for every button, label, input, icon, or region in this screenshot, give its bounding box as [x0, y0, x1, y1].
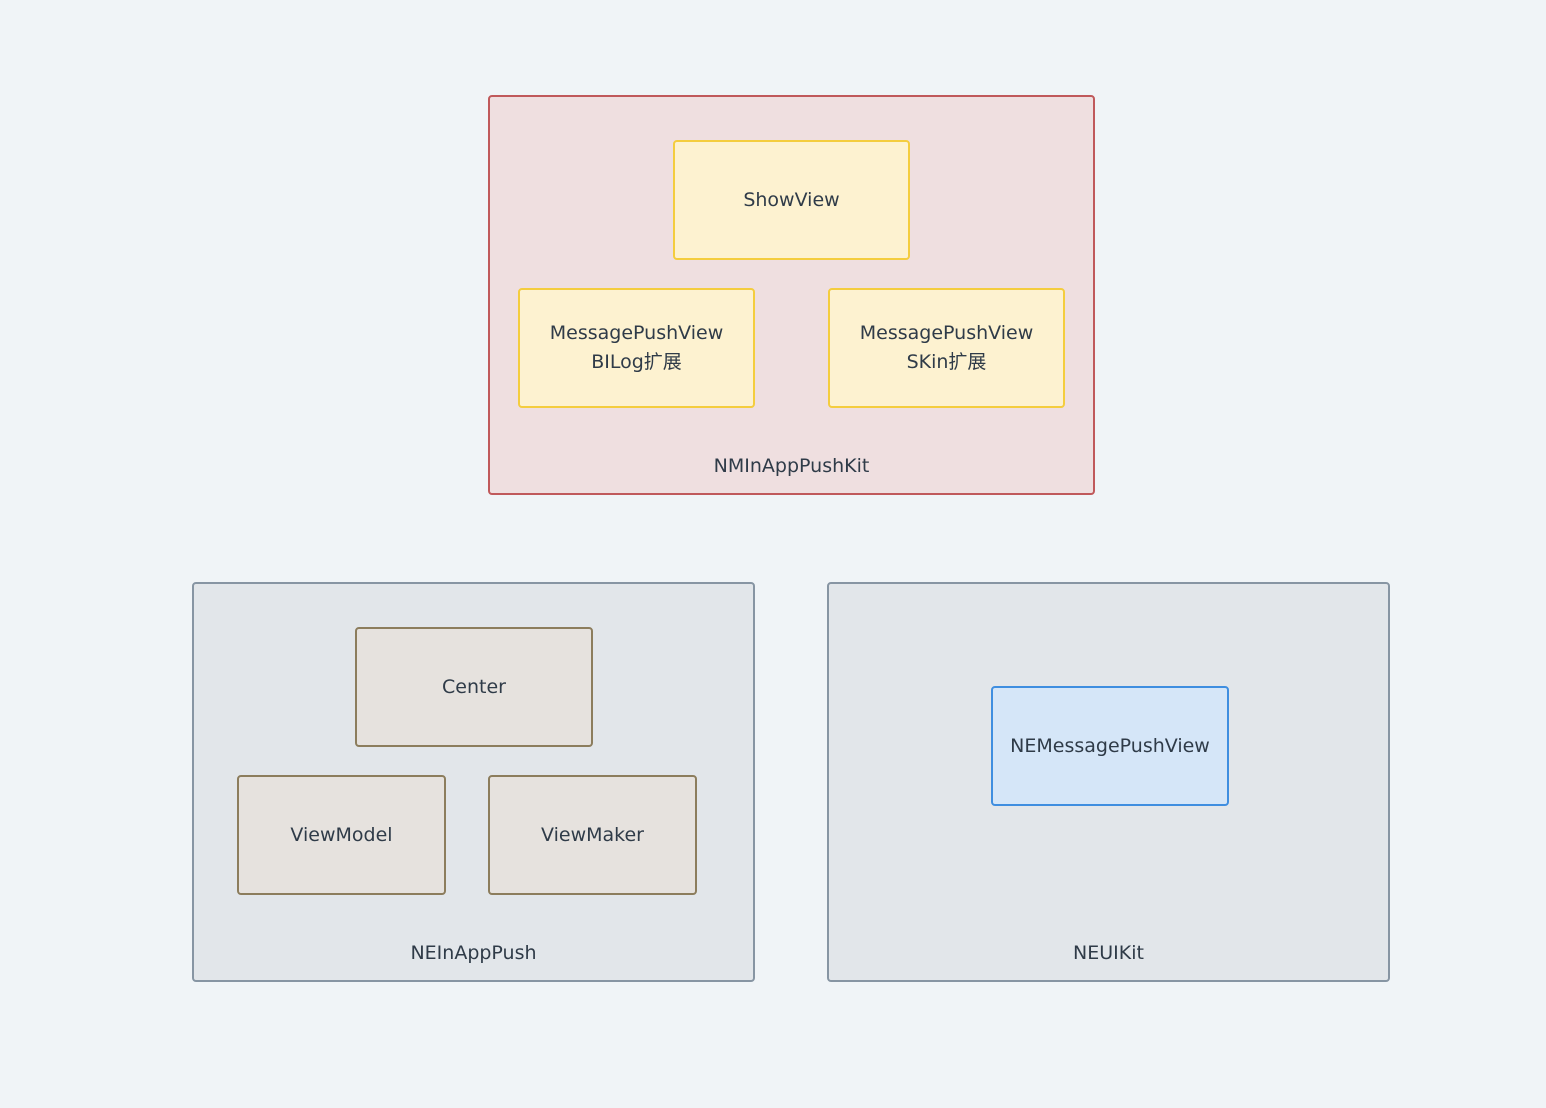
package-label-nminapppushkit: NMInAppPushKit — [713, 455, 870, 477]
package-label-neuikit: NEUIKit — [1073, 942, 1144, 964]
node-viewmaker: ViewMaker — [488, 775, 697, 895]
node-center: Center — [355, 627, 593, 747]
node-viewmodel: ViewModel — [237, 775, 446, 895]
package-neinapppush: Center ViewModel ViewMaker NEInAppPush — [192, 582, 755, 982]
node-messagepushview-bilog-extension: MessagePushView BILog扩展 — [518, 288, 755, 408]
node-messagepushview-skin-extension: MessagePushView SKin扩展 — [828, 288, 1065, 408]
package-label-neinapppush: NEInAppPush — [410, 942, 537, 964]
node-showview: ShowView — [673, 140, 910, 260]
package-neuikit: NEMessagePushView NEUIKit — [827, 582, 1390, 982]
package-nminapppushkit: ShowView MessagePushView BILog扩展 Message… — [488, 95, 1095, 495]
node-nemessagepushview: NEMessagePushView — [991, 686, 1229, 806]
